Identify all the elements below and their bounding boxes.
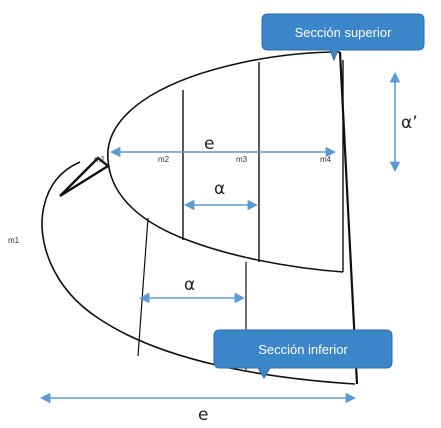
dimension-e-inner-label: e — [204, 134, 214, 154]
upper-section-curve — [107, 51, 344, 273]
callout-upper-label: Sección superior — [295, 25, 392, 40]
marker-m4: m4 — [320, 155, 332, 164]
outer-shell-curve — [41, 161, 356, 385]
marker-m2: m2 — [158, 155, 170, 164]
dimension-e-outer-label: e — [198, 405, 208, 423]
dimension-alpha-prime-label: α’ — [401, 113, 418, 133]
callout-lower-section: Sección inferior — [213, 329, 393, 379]
dimension-alpha-lower-label: α — [184, 275, 195, 295]
callout-upper-section: Sección superior — [261, 13, 425, 62]
marker-m1-tip: m1 — [94, 155, 106, 164]
marker-m3: m3 — [236, 155, 248, 164]
tip-triangle — [59, 156, 111, 198]
callout-lower-label: Sección inferior — [258, 342, 348, 357]
dimension-alpha-upper-label: α — [214, 179, 225, 199]
lower-divider-1 — [137, 217, 149, 357]
marker-m1-left: m1 — [8, 236, 20, 245]
